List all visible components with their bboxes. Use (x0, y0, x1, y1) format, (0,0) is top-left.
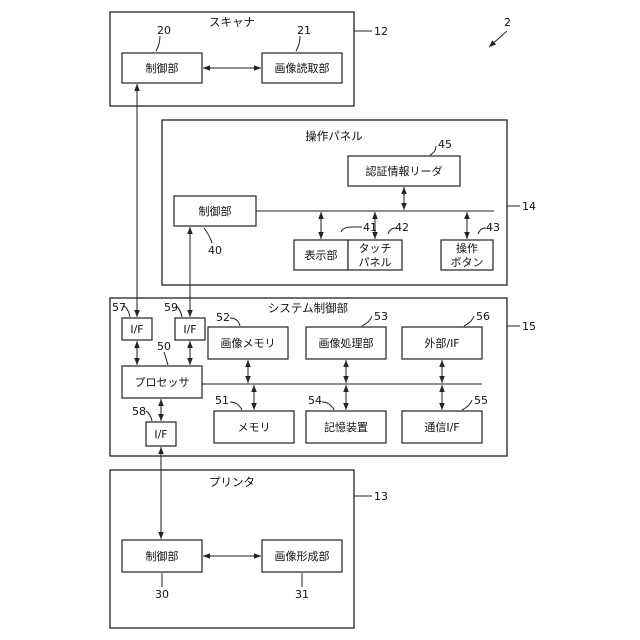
image-memory-label: 画像メモリ (221, 337, 276, 350)
if58-label: I/F (154, 428, 167, 441)
image-processing-label: 画像処理部 (319, 336, 374, 350)
comm-if-label: 通信I/F (424, 421, 459, 434)
figure-ref-label: 2 (504, 16, 511, 29)
image-memory-leader (230, 318, 240, 326)
touch-panel-label-line1: タッチ (359, 242, 392, 255)
comm-if-leader (462, 400, 472, 410)
figure-ref-arrow (489, 31, 507, 47)
operation-buttons-leader (478, 228, 486, 234)
storage-leader (322, 402, 334, 410)
image-reader-ref: 21 (297, 24, 311, 37)
external-if-label: 外部/IF (424, 336, 459, 350)
operation-buttons-label-line1: 操作 (456, 241, 478, 255)
if58-leader (146, 411, 152, 421)
image-reader-leader (296, 36, 300, 51)
printer-unit: プリンタ 13 制御部 30 画像形成部 31 (110, 470, 388, 628)
processor-label: プロセッサ (135, 376, 190, 389)
auth-reader-leader (430, 146, 436, 155)
printer-ref: 13 (374, 490, 388, 503)
image-former-label: 画像形成部 (275, 549, 330, 563)
system-controller-title: システム制御部 (268, 301, 348, 315)
memory-leader (230, 402, 242, 410)
operation-buttons-ref: 43 (486, 221, 500, 234)
scanner-ref: 12 (374, 25, 388, 38)
printer-control-label: 制御部 (146, 549, 179, 563)
printer-title: プリンタ (209, 475, 255, 489)
image-former-ref: 31 (295, 588, 309, 601)
operation-panel-ref: 14 (522, 200, 536, 213)
scanner-title: スキャナ (209, 15, 255, 29)
external-if-leader (464, 316, 474, 326)
memory-ref: 51 (215, 394, 229, 407)
auth-reader-ref: 45 (438, 138, 452, 151)
processor-ref: 50 (157, 340, 171, 353)
storage-ref: 54 (308, 394, 322, 407)
operation-panel-title: 操作パネル (305, 129, 363, 143)
scanner-control-ref: 20 (157, 24, 171, 37)
panel-control-ref: 40 (208, 244, 222, 257)
image-processing-ref: 53 (374, 310, 388, 323)
processor-leader (164, 352, 168, 365)
image-memory-ref: 52 (216, 311, 230, 324)
display-ref: 41 (363, 221, 377, 234)
external-if-ref: 56 (476, 310, 490, 323)
display-leader (341, 227, 362, 232)
operation-panel-unit: 操作パネル 14 制御部 40 認証情報リーダ 45 表示部 タッチ パネル 4… (162, 120, 536, 285)
system-controller-unit: システム制御部 15 I/F 57 I/F 59 プロセッサ 50 I/F 58… (110, 298, 536, 456)
if57-label: I/F (130, 323, 143, 336)
image-processing-leader (362, 316, 372, 326)
if59-label: I/F (183, 323, 196, 336)
scanner-control-leader (156, 36, 160, 51)
storage-label: 記憶装置 (324, 420, 368, 434)
auth-reader-label: 認証情報リーダ (366, 164, 443, 178)
operation-buttons-label-line2: ボタン (451, 256, 484, 269)
comm-if-ref: 55 (474, 394, 488, 407)
if59-ref: 59 (164, 301, 178, 314)
panel-control-label: 制御部 (199, 204, 232, 218)
printer-control-ref: 30 (155, 588, 169, 601)
system-controller-ref: 15 (522, 320, 536, 333)
scanner-unit: スキャナ 12 制御部 20 画像読取部 21 (110, 12, 388, 106)
if57-ref: 57 (112, 301, 126, 314)
memory-label: メモリ (238, 421, 271, 434)
touch-panel-label-line2: パネル (359, 256, 392, 269)
scanner-control-label: 制御部 (146, 61, 179, 75)
display-label: 表示部 (305, 248, 338, 262)
image-reader-label: 画像読取部 (275, 61, 330, 75)
if58-ref: 58 (132, 405, 146, 418)
touch-panel-ref: 42 (395, 221, 409, 234)
panel-control-leader (204, 228, 212, 243)
